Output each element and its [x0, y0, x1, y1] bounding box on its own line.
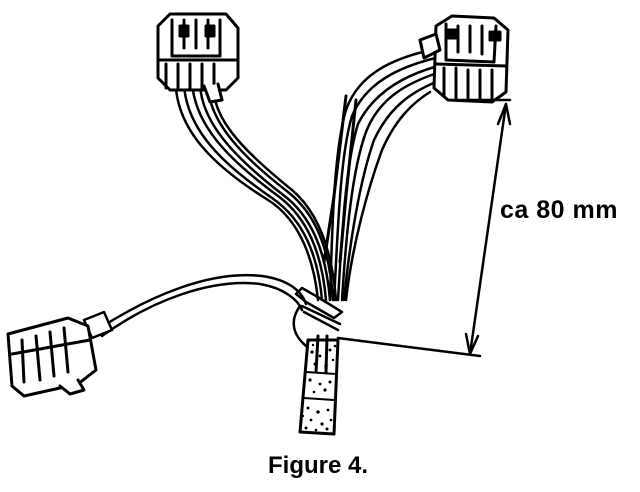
connector-top-left — [156, 12, 240, 104]
conduit-sleeve — [298, 334, 340, 436]
connector-top-right — [418, 14, 510, 104]
wire-harness-right-branch — [322, 46, 448, 302]
wire-harness-left-branch — [174, 68, 338, 302]
dimension-label: ca 80 mm — [500, 196, 618, 224]
wire-to-left-connector — [82, 273, 308, 348]
dimension-line — [336, 98, 512, 358]
figure-caption: Figure 4. — [268, 452, 369, 479]
connector-left — [6, 316, 98, 398]
